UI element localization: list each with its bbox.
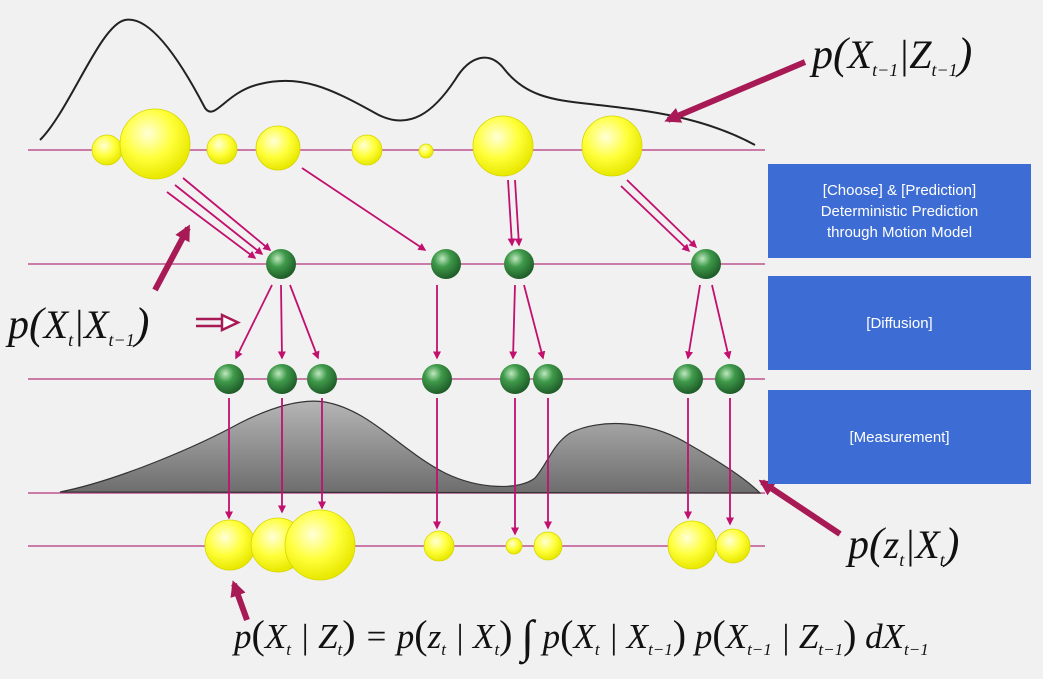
annotation-arrows — [152, 59, 842, 622]
prior-density-curve — [39, 18, 756, 146]
diffusion-arrows — [235, 284, 732, 360]
prior-formula: p(Xt−1|Zt−1) — [812, 29, 973, 80]
posterior-particles — [204, 509, 751, 581]
prediction-step-box: [Choose] & [Prediction] Deterministic Pr… — [768, 164, 1031, 258]
diffused-particles — [214, 364, 745, 394]
prior-particles — [91, 108, 643, 180]
likelihood-formula: p(zt|Xt) — [848, 519, 960, 570]
motion-model-hollow-arrow — [196, 313, 241, 332]
diffusion-step-label: [Diffusion] — [866, 314, 933, 332]
motion-model-formula: p(Xt|Xt−1) — [8, 299, 150, 350]
predicted-particles — [266, 249, 721, 279]
prediction-step-line-2: Deterministic Prediction — [820, 202, 979, 220]
prediction-step-line-1: [Choose] & [Prediction] — [822, 181, 977, 199]
likelihood-density — [59, 400, 762, 494]
measurement-step-label: [Measurement] — [849, 428, 950, 446]
measurement-step-box: [Measurement] — [768, 390, 1031, 484]
prediction-arrows — [166, 167, 698, 259]
prediction-step-line-3: through Motion Model — [826, 223, 973, 241]
diffusion-step-box: [Diffusion] — [768, 276, 1031, 370]
measurement-arrows — [225, 398, 734, 536]
posterior-formula: p(Xt | Zt) = p(zt | Xt) ∫ p(Xt | Xt−1) p… — [234, 611, 929, 662]
